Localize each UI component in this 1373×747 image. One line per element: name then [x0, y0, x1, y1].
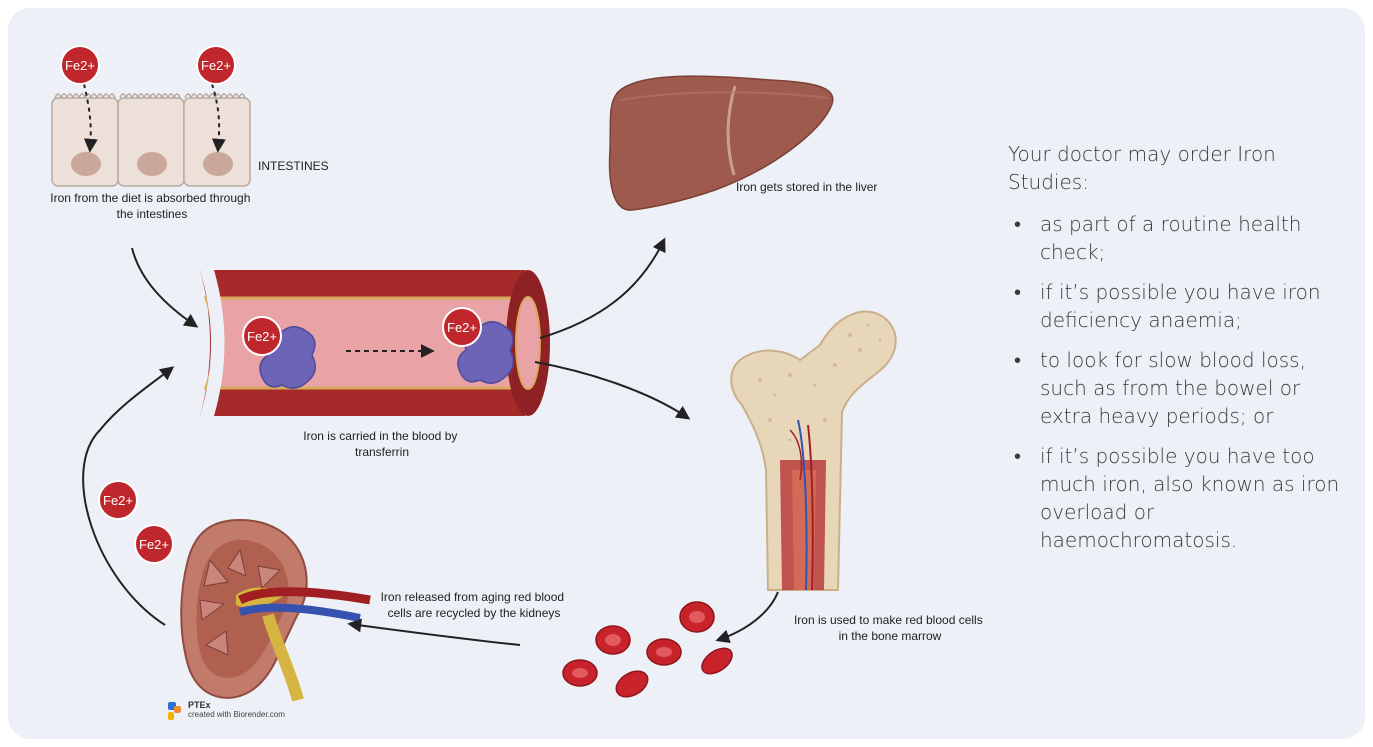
biorender-logo-icon	[168, 702, 182, 722]
fe-label: Fe2+	[65, 58, 95, 73]
svg-text:Iron from the diet is absorbed: Iron from the diet is absorbed through t…	[50, 191, 253, 221]
reason-item: if it’s possible you have too much iron,…	[1008, 442, 1348, 554]
red-blood-cells	[563, 602, 737, 702]
fe-ion: Fe2+	[61, 46, 99, 84]
marrow-caption-line: in the bone marrow	[839, 629, 942, 643]
sidebar-title: Your doctor may order Iron Studies:	[1008, 140, 1348, 196]
rbc-to-kidney-arrow	[350, 624, 520, 645]
fe-label: Fe2+	[247, 329, 277, 344]
fe-ion: Fe2+	[243, 317, 281, 355]
femur-bone	[731, 312, 895, 590]
fe-label: Fe2+	[139, 537, 169, 552]
kidney	[181, 520, 370, 700]
credit-subtitle: created with Biorender.com	[188, 710, 285, 719]
intestine-to-blood-arrow	[132, 248, 196, 326]
blood-to-liver-arrow	[540, 240, 664, 338]
intestine-cells	[52, 94, 250, 186]
info-sidebar: Your doctor may order Iron Studies: as p…	[1008, 140, 1348, 566]
svg-text:Iron is used to make red blood: Iron is used to make red blood cells in …	[794, 613, 986, 643]
fe-label: Fe2+	[201, 58, 231, 73]
blood-to-marrow-arrow	[535, 362, 688, 418]
fe-label: Fe2+	[103, 493, 133, 508]
marrow-caption-line: Iron is used to make red blood cells	[794, 613, 983, 627]
reason-item: if it’s possible you have iron deficienc…	[1008, 278, 1348, 334]
intestine-caption-line: Iron from the diet is absorbed through	[50, 191, 250, 205]
reason-item: to look for slow blood loss, such as fro…	[1008, 346, 1348, 430]
fe-label: Fe2+	[447, 320, 477, 335]
intestine-caption-line: the intestines	[117, 207, 188, 221]
credit-title: PTEx	[188, 700, 211, 710]
blood-caption-line: transferrin	[355, 445, 409, 459]
fe-ion: Fe2+	[99, 481, 137, 519]
svg-text:Iron is carried in the blood b: Iron is carried in the blood by transfer…	[303, 429, 460, 459]
fe-ion: Fe2+	[135, 525, 173, 563]
cell-nucleus	[71, 152, 101, 176]
marrow-to-rbc-arrow	[718, 592, 778, 640]
fe-ion: Fe2+	[197, 46, 235, 84]
intestines-label: INTESTINES	[258, 159, 329, 173]
fe-ion: Fe2+	[443, 308, 481, 346]
blood-caption-line: Iron is carried in the blood by	[303, 429, 457, 443]
biorender-credit: PTEx created with Biorender.com	[168, 700, 318, 730]
reason-item: as part of a routine health check;	[1008, 210, 1348, 266]
svg-text:Iron released from aging red b: Iron released from aging red blood cells…	[381, 590, 568, 620]
liver-caption: Iron gets stored in the liver	[736, 180, 877, 194]
cell-nucleus	[203, 152, 233, 176]
kidney-caption-line: Iron released from aging red blood	[381, 590, 564, 604]
reason-list: as part of a routine health check; if it…	[1008, 210, 1348, 554]
cell-nucleus	[137, 152, 167, 176]
kidney-caption-line: cells are recycled by the kidneys	[388, 606, 561, 620]
